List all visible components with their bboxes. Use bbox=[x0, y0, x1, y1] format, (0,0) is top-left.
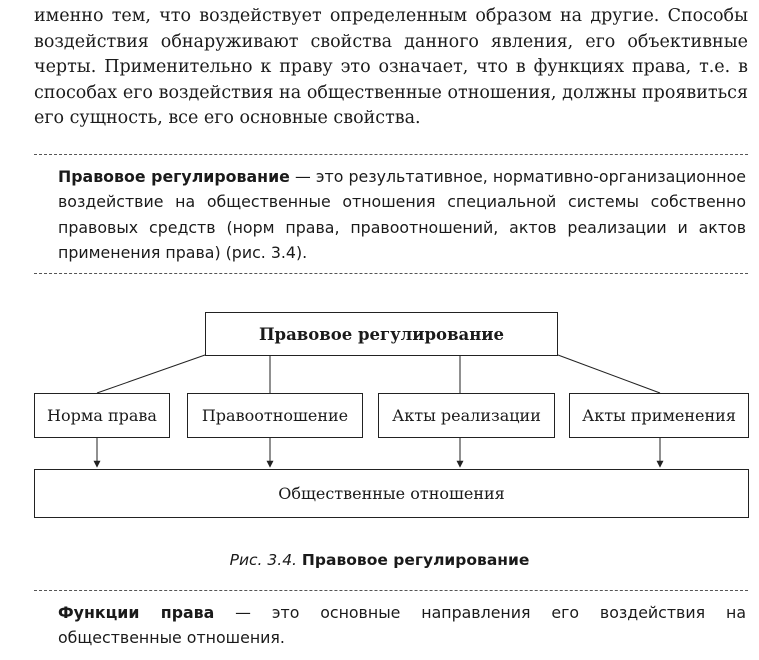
definition-term: Правовое регулирование bbox=[58, 167, 290, 186]
caption-title: Правовое регулирование bbox=[301, 551, 530, 569]
figure-caption: Рис. 3.4. Правовое регулирование bbox=[0, 551, 759, 569]
definition-text: — это основные направления его воздейств… bbox=[58, 603, 747, 648]
definition-text: — это результативное, нормативно-организ… bbox=[58, 167, 747, 263]
box-acts-of-realization: Акты реализации bbox=[378, 393, 555, 438]
box-social-relations: Общественные отношения bbox=[34, 469, 749, 518]
caption-prefix: Рис. 3.4. bbox=[229, 551, 297, 569]
connector-line bbox=[557, 354, 661, 394]
box-legal-relationship: Правоотношение bbox=[187, 393, 363, 438]
definition-paragraph: Правовое регулирование — это результатив… bbox=[58, 164, 746, 266]
definition-box-functions-of-law: Функции права — это основные направления… bbox=[34, 590, 748, 660]
intro-paragraph: именно тем, что воздействует определенны… bbox=[34, 6, 748, 129]
connector-line bbox=[96, 354, 206, 394]
definition-box-legal-regulation: Правовое регулирование — это результатив… bbox=[34, 154, 748, 274]
definition-paragraph: Функции права — это основные направления… bbox=[58, 600, 746, 651]
box-legal-regulation: Правовое регулирование bbox=[205, 312, 558, 356]
box-acts-of-application: Акты применения bbox=[569, 393, 749, 438]
definition-term: Функции права bbox=[58, 603, 215, 622]
box-legal-norm: Норма права bbox=[34, 393, 170, 438]
